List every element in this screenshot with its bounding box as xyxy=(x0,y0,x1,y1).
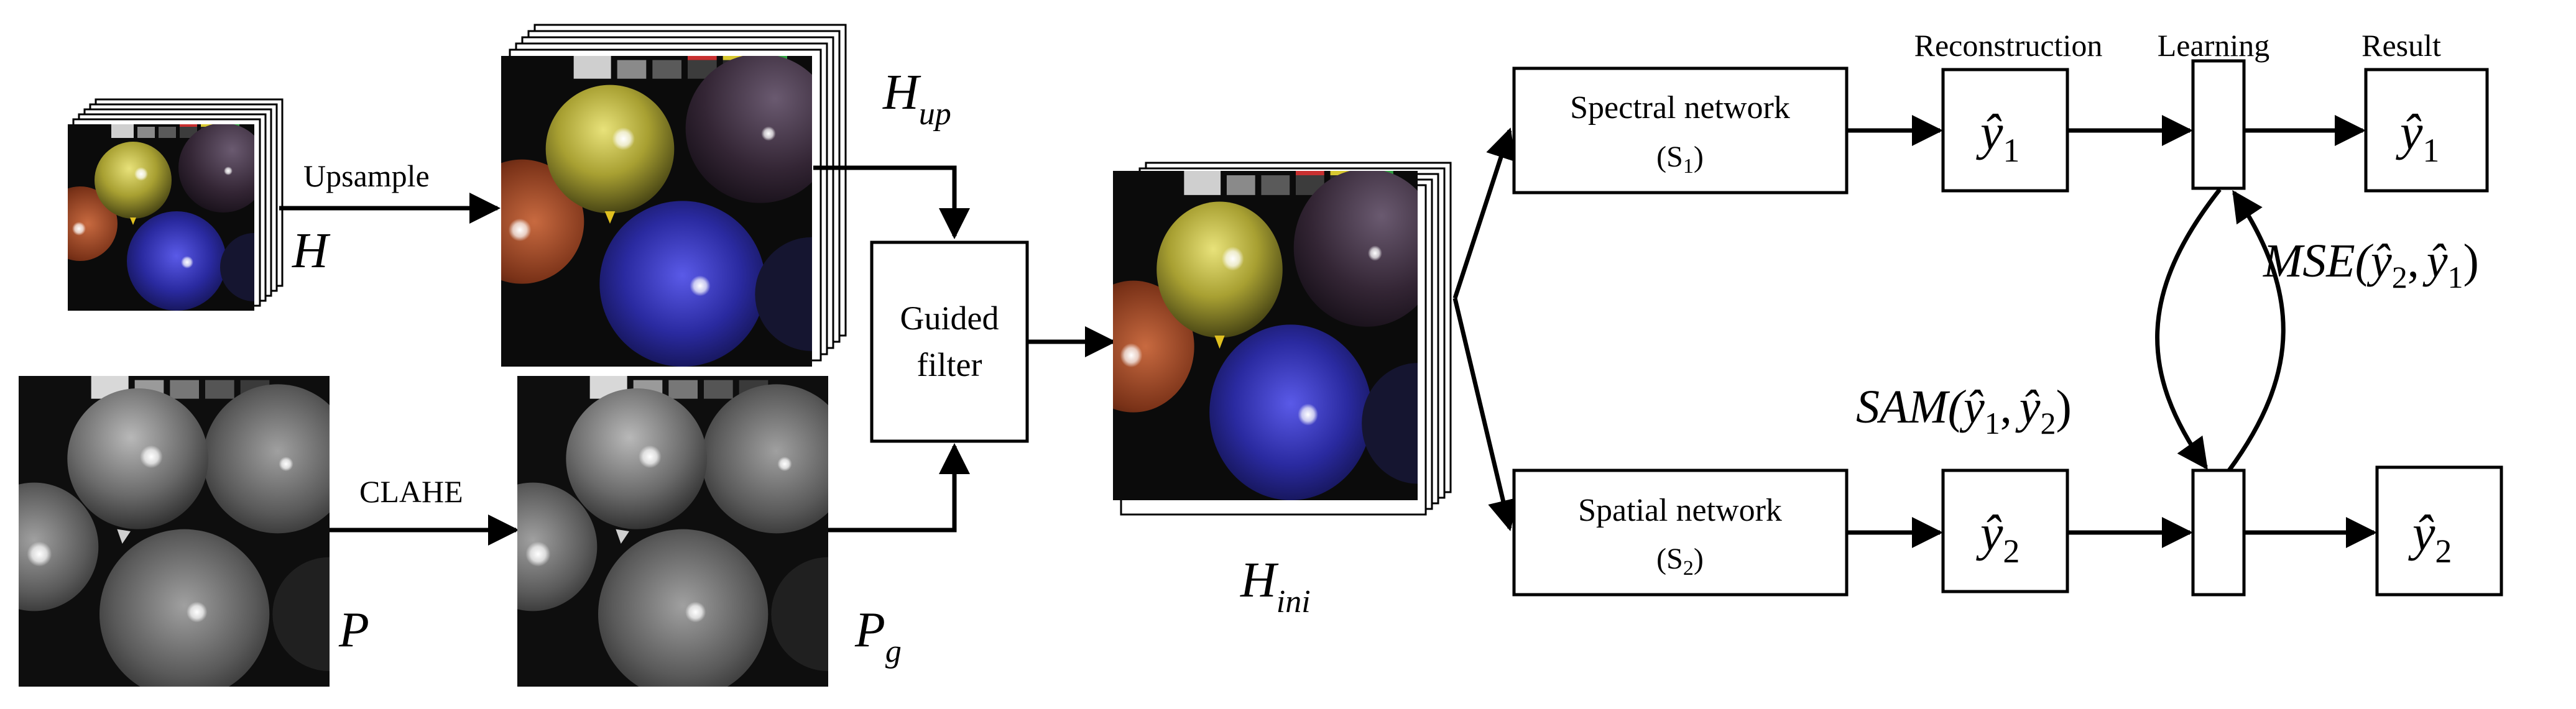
symbol-H-up: Hup xyxy=(882,65,951,132)
hsi-initial-image xyxy=(1113,171,1418,500)
reconstruction-header: Reconstruction xyxy=(1914,28,2103,63)
result-y1-box: ŷ1 xyxy=(2364,68,2489,193)
learning-bar-top xyxy=(2191,59,2246,190)
result-header: Result xyxy=(2361,28,2441,63)
symbol-H: H xyxy=(292,224,331,278)
y2-hat-result: ŷ2 xyxy=(2408,505,2452,570)
guided-filter-block: Guided filter xyxy=(870,240,1029,443)
spatial-network-label: Spatial network xyxy=(1578,493,1782,528)
y2-hat-recon: ŷ2 xyxy=(1976,505,2020,570)
hsi-low-res-image xyxy=(68,124,254,311)
sam-loss-arrow xyxy=(2155,188,2222,470)
learning-bar-bottom xyxy=(2191,469,2246,597)
hsi-upsampled-image xyxy=(501,56,812,367)
hini-to-spatial-arrow xyxy=(1452,298,1518,531)
reconstruction-y1-box: ŷ1 xyxy=(1941,68,2069,193)
spatial-network-block: Spatial network (S2) xyxy=(1512,469,1849,597)
hup-to-guided-arrow xyxy=(813,165,970,239)
clahe-label: CLAHE xyxy=(359,474,463,509)
y1-hat-result: ŷ1 xyxy=(2396,104,2439,169)
guided-filter-label-line1: Guided xyxy=(900,300,999,337)
spectral-network-block: Spectral network (S1) xyxy=(1512,66,1849,194)
y1-hat-recon: ŷ1 xyxy=(1976,104,2020,169)
sam-loss-label: SAM(ŷ1,ŷ2) xyxy=(1856,381,2072,441)
spatial-network-id: (S2) xyxy=(1656,542,1704,580)
pg-to-guided-arrow xyxy=(828,443,970,533)
hini-to-spectral-arrow xyxy=(1452,127,1516,300)
symbol-P-g: Pg xyxy=(854,603,902,669)
mse-loss-label: MSE(ŷ2,ŷ1) xyxy=(2263,235,2479,295)
mse-loss-arrow xyxy=(2227,190,2286,472)
hsi-initial-stack xyxy=(1113,162,1452,516)
hsi-upsampled-stack xyxy=(501,24,847,367)
result-y2-box: ŷ2 xyxy=(2375,465,2503,597)
spectral-network-label: Spectral network xyxy=(1570,90,1790,126)
symbol-P: P xyxy=(338,603,369,657)
pan-enhanced-image xyxy=(517,376,828,687)
guided-filter-label-line2: filter xyxy=(917,346,982,383)
spectral-network-id: (S1) xyxy=(1656,140,1704,178)
pan-image xyxy=(19,376,330,687)
learning-header: Learning xyxy=(2158,28,2269,63)
symbol-H-ini: Hini xyxy=(1240,553,1311,620)
upsample-label: Upsample xyxy=(303,158,430,193)
reconstruction-y2-box: ŷ2 xyxy=(1941,469,2069,593)
hsi-low-res-stack xyxy=(68,98,284,311)
